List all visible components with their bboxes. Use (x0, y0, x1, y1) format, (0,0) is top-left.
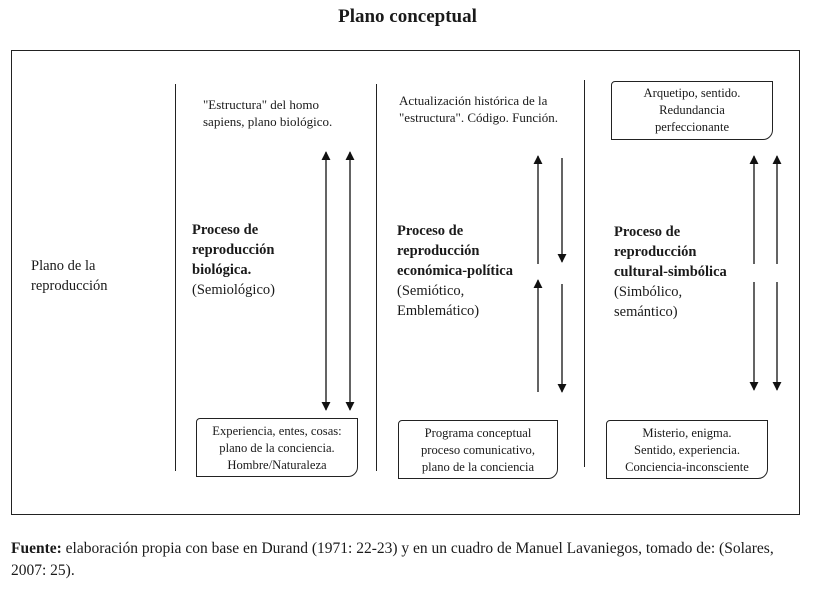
process-subtitle-line: Emblemático) (397, 303, 480, 319)
source-text: elaboración propia con base en Durand (1… (11, 540, 774, 579)
process-title-line: cultural-simbólica (614, 264, 727, 280)
diagram-title: Plano conceptual (338, 6, 477, 27)
text-line: sapiens, plano biológico. (203, 114, 333, 129)
column-divider-3 (584, 80, 586, 467)
column-2-bottom-box: Programa conceptual proceso comunicativo… (398, 420, 558, 479)
column-3-bottom-box: Misterio, enigma. Sentido, experiencia. … (606, 420, 768, 479)
column-2-top-text: Actualización histórica de la "estructur… (399, 92, 558, 126)
box-line: Programa conceptual (424, 426, 532, 440)
box-line: Hombre/Naturaleza (227, 458, 327, 472)
process-title-line: Proceso de (614, 224, 681, 240)
process-title-line: reproducción (192, 242, 275, 258)
box-line: plano de la conciencia. (219, 441, 335, 455)
column-1-process: Proceso de reproducción biológica. (Semi… (192, 220, 275, 300)
process-title-line: biológica. (192, 262, 252, 278)
box-line: Redundancia (659, 103, 725, 117)
row-label-line: Plano de la (31, 258, 96, 274)
box-line: Sentido, experiencia. (634, 443, 740, 457)
column-3-process: Proceso de reproducción cultural-simbóli… (614, 222, 727, 322)
box-line: plano de la conciencia (421, 460, 535, 474)
column-2-process: Proceso de reproducción económica-políti… (397, 221, 513, 321)
column-divider-2 (376, 84, 378, 471)
box-line: Misterio, enigma. (642, 426, 732, 440)
process-title-line: reproducción (614, 244, 697, 260)
box-line: Conciencia-inconsciente (625, 460, 749, 474)
row-label: Plano de la reproducción (31, 256, 108, 296)
process-subtitle-line: (Semiótico, (397, 283, 465, 299)
text-line: "estructura". Código. Función. (399, 110, 559, 125)
column-3-top-box: Arquetipo, sentido. Redundancia perfecci… (611, 81, 773, 140)
column-1-top-text: "Estructura" del homo sapiens, plano bio… (203, 96, 332, 130)
process-title-line: Proceso de (192, 222, 259, 238)
process-subtitle-line: semántico) (614, 304, 678, 320)
diagram-frame (11, 50, 800, 515)
source-label: Fuente: (11, 540, 62, 557)
process-title-line: Proceso de (397, 223, 464, 239)
text-line: Actualización histórica de la (399, 93, 548, 108)
box-line: proceso comunicativo, (420, 443, 535, 457)
box-line: perfeccionante (654, 120, 730, 134)
row-label-line: reproducción (31, 278, 108, 294)
source-note: Fuente: elaboración propia con base en D… (11, 538, 811, 582)
box-line: Experiencia, entes, cosas: (212, 424, 342, 438)
column-divider-1 (175, 84, 177, 471)
process-subtitle-line: (Semiológico) (192, 282, 275, 298)
process-title-line: reproducción (397, 243, 480, 259)
column-1-bottom-box: Experiencia, entes, cosas: plano de la c… (196, 418, 358, 477)
process-title-line: económica-política (397, 263, 513, 279)
process-subtitle-line: (Simbólico, (614, 284, 683, 300)
text-line: "Estructura" del homo (203, 97, 320, 112)
box-line: Arquetipo, sentido. (643, 86, 741, 100)
